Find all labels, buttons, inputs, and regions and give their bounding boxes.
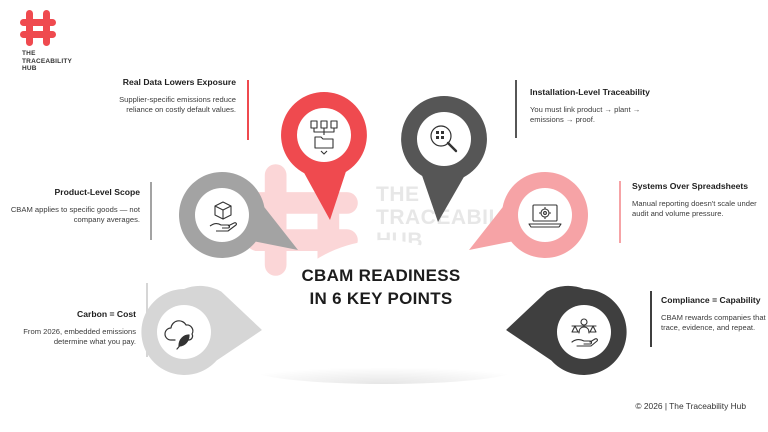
pin-carbon-cost bbox=[141, 285, 262, 375]
box-hand-icon bbox=[209, 201, 237, 232]
point-real-data: Real Data Lowers Exposure Supplier-speci… bbox=[119, 77, 236, 114]
brand-name: THE TRACEABILITY HUB bbox=[22, 50, 73, 72]
person-scale-icon bbox=[571, 318, 598, 347]
headline-line-1: CBAM READINESS bbox=[301, 266, 461, 285]
pin-systems-over-spreadsheets bbox=[469, 171, 588, 258]
bar-carbon-cost bbox=[146, 283, 148, 357]
point-systems-over-spreadsheets: Systems Over Spreadsheets Manual reporti… bbox=[632, 181, 757, 218]
footer-copyright: © 2026 | The Traceability Hub bbox=[635, 401, 746, 411]
magnifier-grid-icon bbox=[430, 125, 458, 153]
traceability-hub-logo-icon bbox=[20, 10, 56, 46]
pin-installation-level bbox=[401, 96, 487, 222]
point-installation-level: Installation-Level Traceability You must… bbox=[530, 87, 650, 124]
bar-real-data bbox=[247, 80, 249, 140]
point-carbon-cost: Carbon = Cost From 2026, embedded emissi… bbox=[23, 309, 136, 346]
laptop-gear-icon bbox=[528, 204, 562, 228]
point-product-level-scope: Product-Level Scope CBAM applies to spec… bbox=[10, 187, 140, 224]
bar-systems-over-spreadsheets bbox=[619, 181, 621, 243]
center-dome bbox=[256, 240, 512, 368]
headline-line-2: IN 6 KEY POINTS bbox=[309, 289, 453, 308]
pin-real-data bbox=[281, 92, 367, 220]
point-compliance-capability: Compliance = Capability CBAM rewards com… bbox=[661, 295, 768, 332]
pin-product-level-scope bbox=[179, 171, 298, 258]
bar-compliance-capability bbox=[650, 291, 652, 347]
data-folder-icon bbox=[310, 120, 338, 155]
cloud-leaf-icon bbox=[164, 320, 194, 350]
pin-compliance-capability bbox=[506, 285, 627, 375]
bar-installation-level bbox=[515, 80, 517, 138]
bar-product-level-scope bbox=[150, 182, 152, 240]
